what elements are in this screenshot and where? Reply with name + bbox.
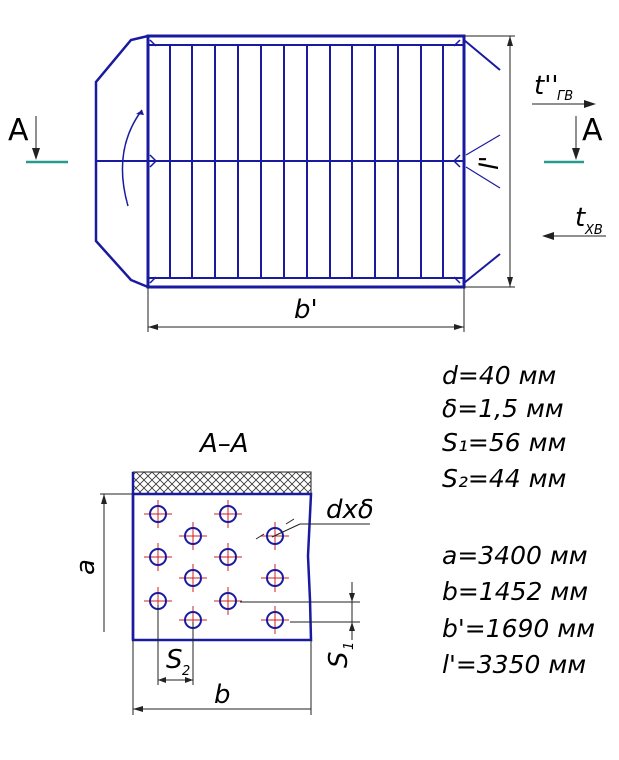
inlet-hood (94, 34, 149, 289)
dimension-a: a (71, 493, 133, 632)
l-prime-label: l' (475, 156, 505, 170)
a-label: a (71, 559, 101, 575)
flow-arc (121, 109, 143, 207)
section-marker-right: A (544, 113, 603, 164)
section-letter-right: A (582, 113, 603, 148)
tube-cross-section (179, 564, 207, 592)
section-letter-left: A (8, 113, 29, 148)
spec-s2: S₂=44 мм (442, 464, 566, 493)
tube-cross-section (179, 522, 207, 550)
spec-l-prime: l'=3350 мм (442, 650, 586, 679)
top-view (94, 34, 501, 289)
outlet-chamfer-top (463, 39, 501, 71)
section-title: A–A (198, 429, 249, 459)
tube-cross-section (214, 500, 242, 528)
t-hot-label: t'' (534, 71, 559, 101)
spec-d: d=40 мм (442, 361, 556, 390)
casing-hatch (132, 471, 312, 495)
spec-b-prime: b'=1690 мм (442, 614, 595, 643)
tube-bundle (144, 500, 289, 634)
tube-cross-section (261, 606, 289, 634)
center-marker (465, 134, 501, 189)
section-view: A–A (131, 429, 313, 642)
tube-cross-section (214, 543, 242, 571)
spec-delta: δ=1,5 мм (442, 394, 564, 423)
dimension-b-prime: b' (147, 287, 465, 332)
tube-cross-section (144, 543, 172, 571)
s2-subscript: 2 (182, 664, 190, 679)
tube-rows (169, 45, 444, 278)
tube-cross-section (214, 587, 242, 615)
s1-subscript: 1 (342, 642, 357, 650)
dimension-s1: S 1 (240, 582, 360, 668)
dimension-l-prime: l' (464, 35, 515, 288)
spec-s1: S₁=56 мм (442, 428, 566, 457)
b-prime-label: b' (294, 295, 318, 325)
spec-a: a=3400 мм (442, 541, 588, 570)
dimension-b: b (132, 640, 312, 715)
tube-cross-section (144, 500, 172, 528)
tube-cross-section (261, 564, 289, 592)
section-marker-left: A (8, 113, 68, 164)
t-cold-label: t (575, 203, 586, 233)
b-label: b (214, 680, 231, 710)
specs-list: d=40 мм δ=1,5 мм S₁=56 мм S₂=44 мм a=340… (442, 361, 595, 679)
d-delta-callout: dxδ (255, 495, 374, 540)
outlet-chamfer-bottom (463, 253, 501, 284)
cold-water-inlet-label: t ХВ (542, 203, 606, 240)
corner-ticks (149, 39, 461, 284)
s2-label: S (166, 645, 183, 675)
section-body (131, 492, 313, 642)
spec-b: b=1452 мм (442, 577, 588, 606)
dimension-s2: S 2 (157, 605, 194, 685)
t-cold-subscript: ХВ (584, 223, 603, 238)
hot-water-outlet-label: t'' ГВ (532, 71, 596, 108)
d-delta-label: dxδ (326, 495, 374, 525)
s1-label: S (324, 651, 354, 668)
flow-arrowhead (136, 110, 144, 115)
t-hot-subscript: ГВ (557, 89, 573, 104)
